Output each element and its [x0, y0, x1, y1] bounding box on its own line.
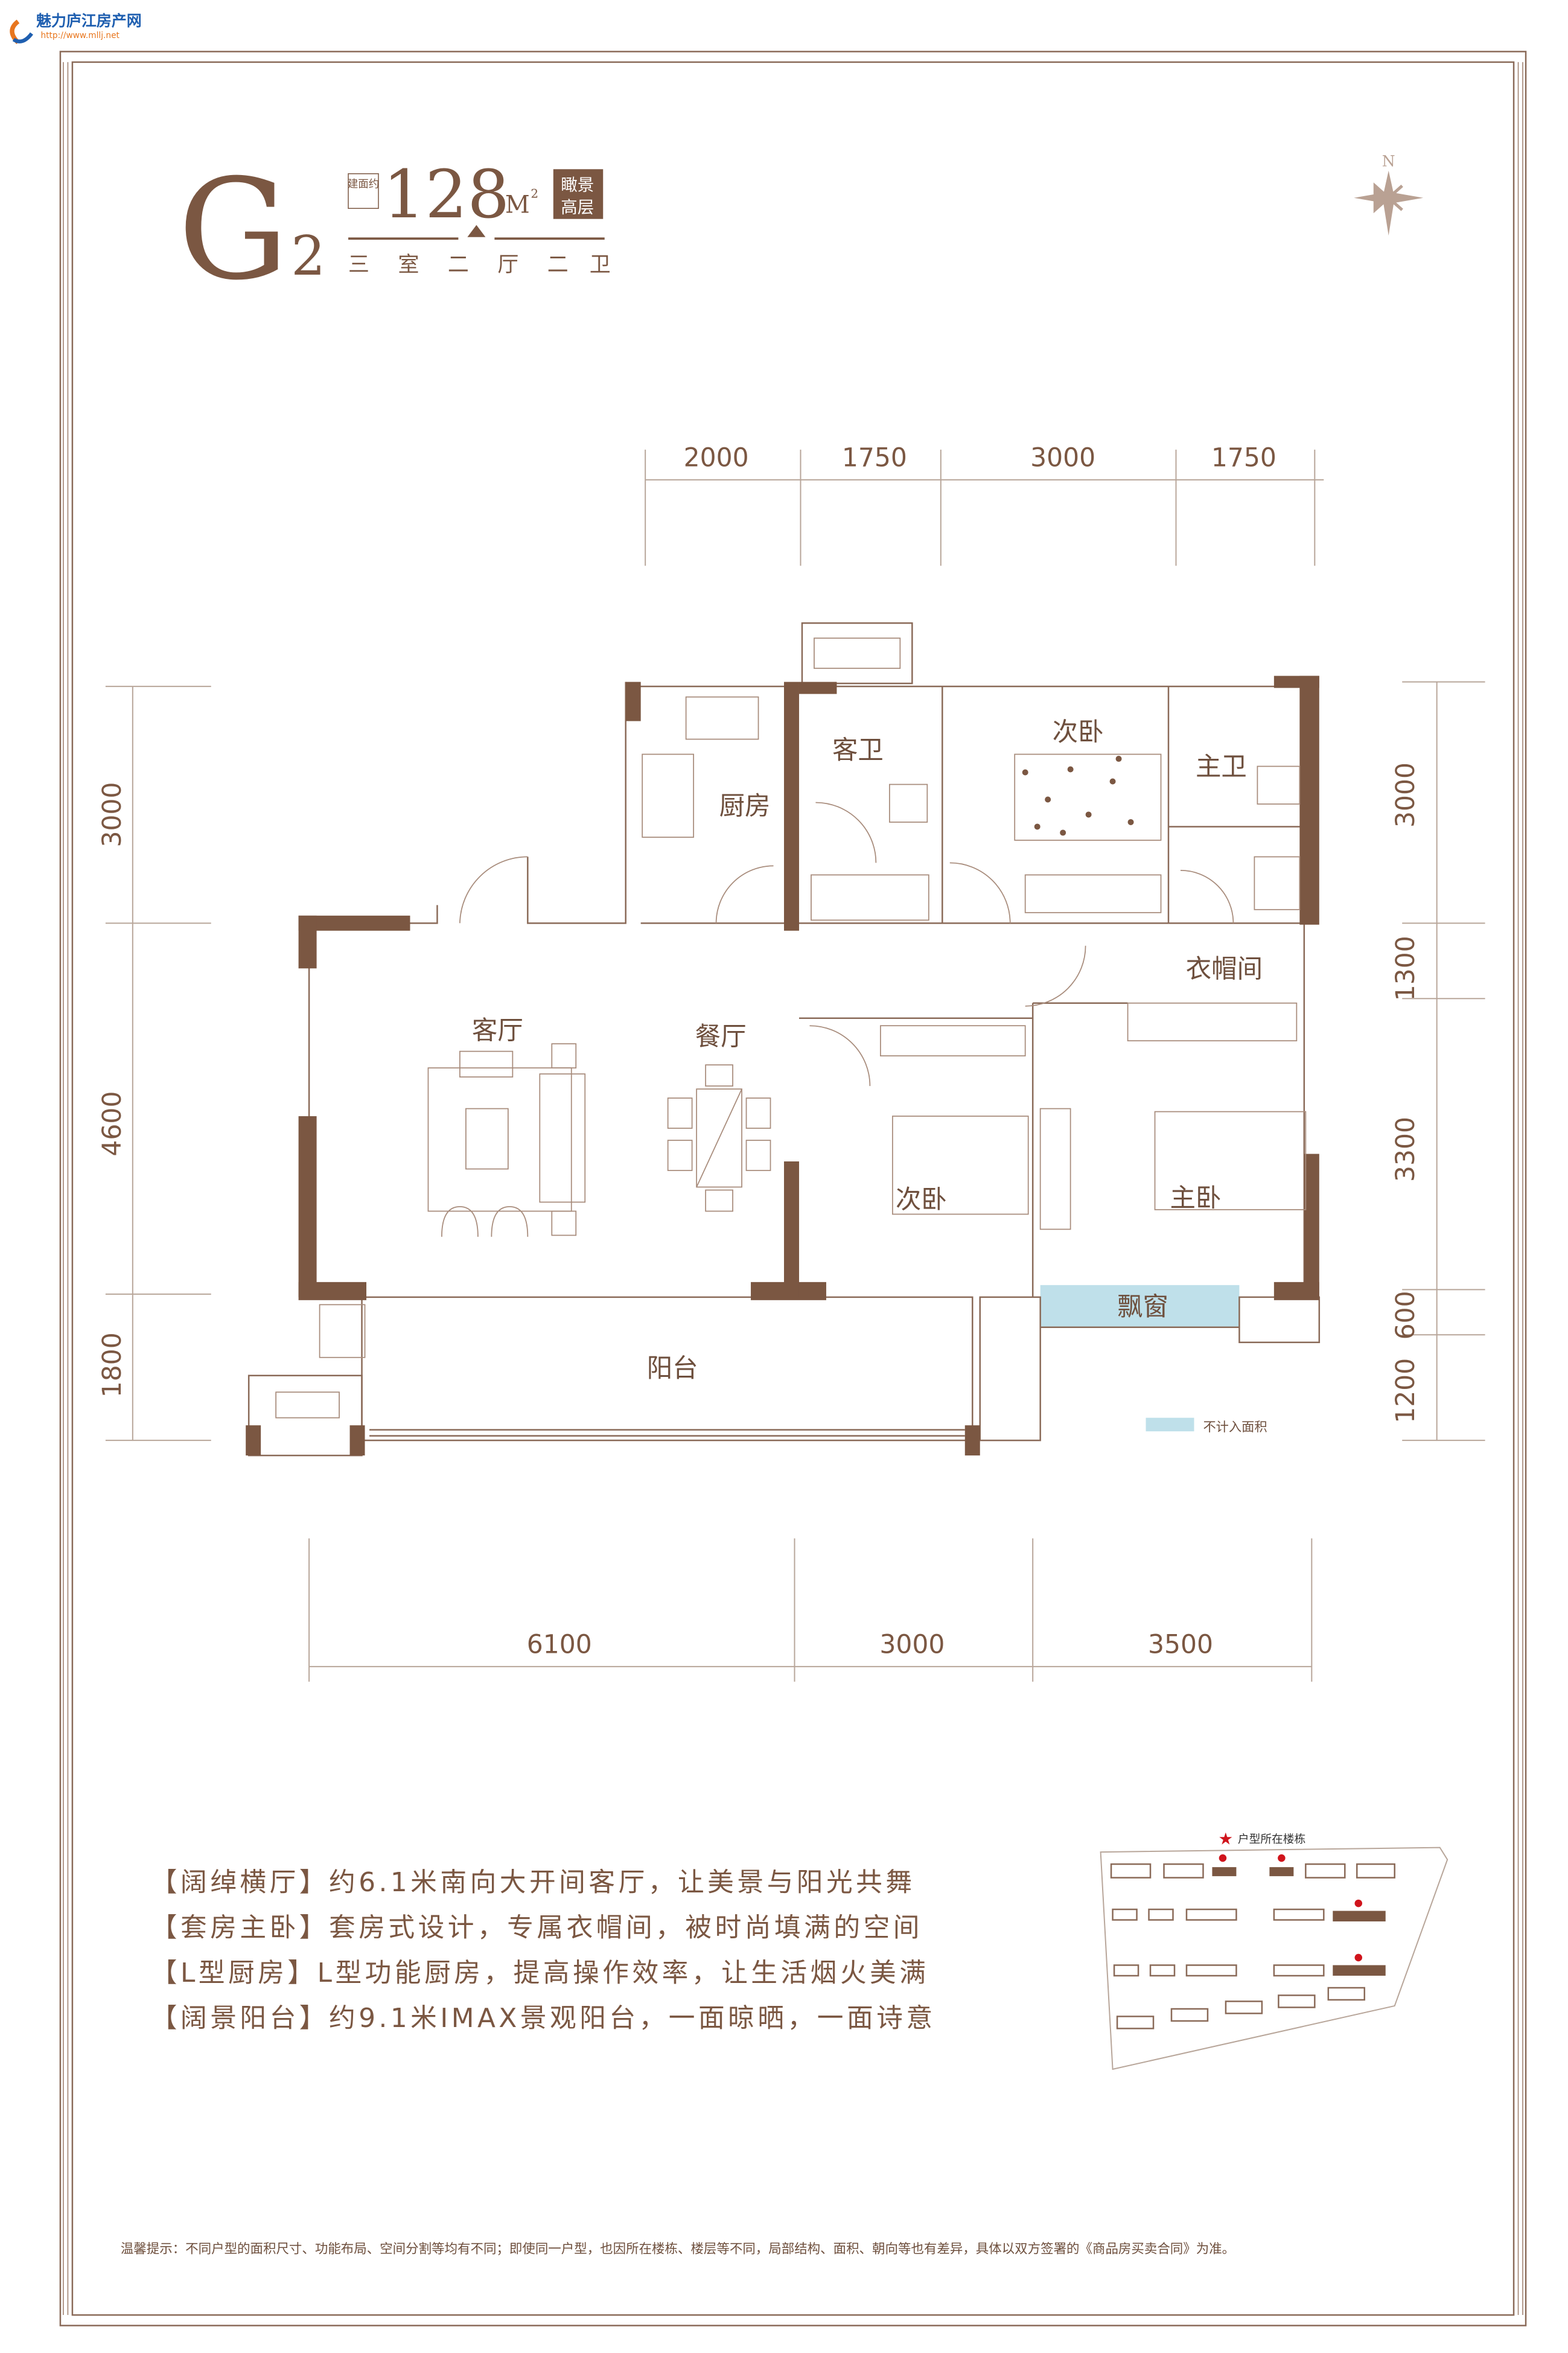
legend-label: 不计入面积 [1203, 1420, 1267, 1435]
svg-text:4600: 4600 [98, 1091, 127, 1157]
svg-text:3000: 3000 [879, 1630, 945, 1659]
svg-text:3500: 3500 [1148, 1630, 1213, 1659]
area-unit-sup: 2 [531, 187, 538, 201]
room-second-bedroom-south: 次卧 [896, 1185, 947, 1215]
svg-text:6100: 6100 [527, 1630, 592, 1659]
svg-text:二: 二 [448, 253, 469, 277]
feature-item: 【L型厨房】L型功能厨房，提高操作效率，让生活烟火美满 [151, 1958, 929, 1988]
triangle-icon [467, 225, 486, 237]
unit-letter: G [178, 150, 289, 311]
room-cloakroom: 衣帽间 [1186, 954, 1263, 984]
room-dining: 餐厅 [695, 1023, 747, 1052]
svg-text:3000: 3000 [98, 782, 127, 847]
compass-icon: N [1354, 152, 1424, 236]
logo-url: http://www.mllj.net [40, 31, 120, 40]
furniture [275, 637, 1307, 1419]
site-logo[interactable]: 魅力庐江房产网 http://www.mllj.net [10, 12, 142, 45]
svg-text:1750: 1750 [842, 443, 907, 473]
svg-text:1750: 1750 [1211, 443, 1276, 473]
bay-window-area [1040, 1285, 1240, 1327]
site-plan: ★ 户型所在楼栋 [1100, 1830, 1448, 2070]
svg-text:1200: 1200 [1391, 1358, 1421, 1423]
unit-header: G 2 建面约 128 M 2 瞰景 高层 三 室 二 厅 二 卫 [178, 150, 611, 311]
room-master-bedroom: 主卧 [1170, 1184, 1222, 1213]
feature-item: 【阔景阳台】约9.1米IMAX景观阳台，一面晾晒，一面诗意 [151, 2003, 936, 2034]
bed-pattern [1022, 756, 1134, 836]
location-marker-icon [1219, 1854, 1363, 1962]
area-unit: M [505, 191, 530, 219]
svg-text:3300: 3300 [1391, 1117, 1421, 1182]
footer-note: 温馨提示：不同户型的面积尺寸、功能布局、空间分割等均有不同；即使同一户型，也因所… [121, 2242, 1235, 2257]
view-tag-line2: 高层 [561, 199, 594, 217]
svg-text:卫: 卫 [590, 253, 611, 277]
svg-text:N: N [1382, 152, 1395, 170]
layout-summary: 三 室 二 厅 二 卫 [348, 253, 611, 277]
svg-text:600: 600 [1391, 1291, 1421, 1339]
area-value: 128 [383, 156, 510, 233]
room-master-bath: 主卫 [1196, 753, 1247, 782]
svg-text:二: 二 [547, 253, 569, 277]
legend: 不计入面积 [1146, 1417, 1267, 1435]
room-kitchen: 厨房 [719, 791, 771, 821]
view-tag [553, 169, 604, 219]
svg-text:厅: 厅 [497, 253, 518, 277]
page-frame [59, 51, 1527, 2326]
dimension-lines [105, 449, 1485, 1682]
room-guest-bath: 客卫 [832, 736, 884, 765]
star-icon: ★ [1218, 1830, 1233, 1849]
room-bay-window: 飘窗 [1117, 1292, 1168, 1322]
area-prefix: 建面约 [348, 178, 379, 190]
svg-text:室: 室 [398, 253, 419, 277]
feature-list: 【阔绰横厅】约6.1米南向大开间客厅，让美景与阳光共舞 【套房主卧】套房式设计，… [151, 1867, 936, 2034]
svg-text:1800: 1800 [98, 1332, 127, 1397]
dimension-labels: 2000 1750 3000 1750 3000 4600 1800 3000 … [98, 443, 1421, 1659]
svg-text:2000: 2000 [684, 443, 749, 473]
svg-text:三: 三 [348, 253, 369, 277]
room-living: 客厅 [472, 1017, 523, 1046]
legend-swatch [1146, 1417, 1194, 1432]
unit-number: 2 [291, 225, 325, 288]
site-plan-title: 户型所在楼栋 [1238, 1833, 1305, 1846]
svg-text:3000: 3000 [1391, 762, 1421, 828]
feature-item: 【套房主卧】套房式设计，专属衣帽间，被时尚填满的空间 [151, 1912, 923, 1943]
floor-plan: 厨房 客卫 次卧 主卫 衣帽间 客厅 餐厅 次卧 主卧 飘窗 阳台 不计入面积 [246, 622, 1321, 1457]
feature-item: 【阔绰横厅】约6.1米南向大开间客厅，让美景与阳光共舞 [151, 1867, 916, 1898]
room-balcony: 阳台 [647, 1354, 698, 1384]
room-second-bedroom-north: 次卧 [1053, 718, 1104, 747]
svg-text:3000: 3000 [1030, 443, 1095, 473]
view-tag-line1: 瞰景 [561, 176, 594, 194]
svg-text:1300: 1300 [1391, 936, 1421, 1001]
logo-name: 魅力庐江房产网 [36, 12, 142, 30]
